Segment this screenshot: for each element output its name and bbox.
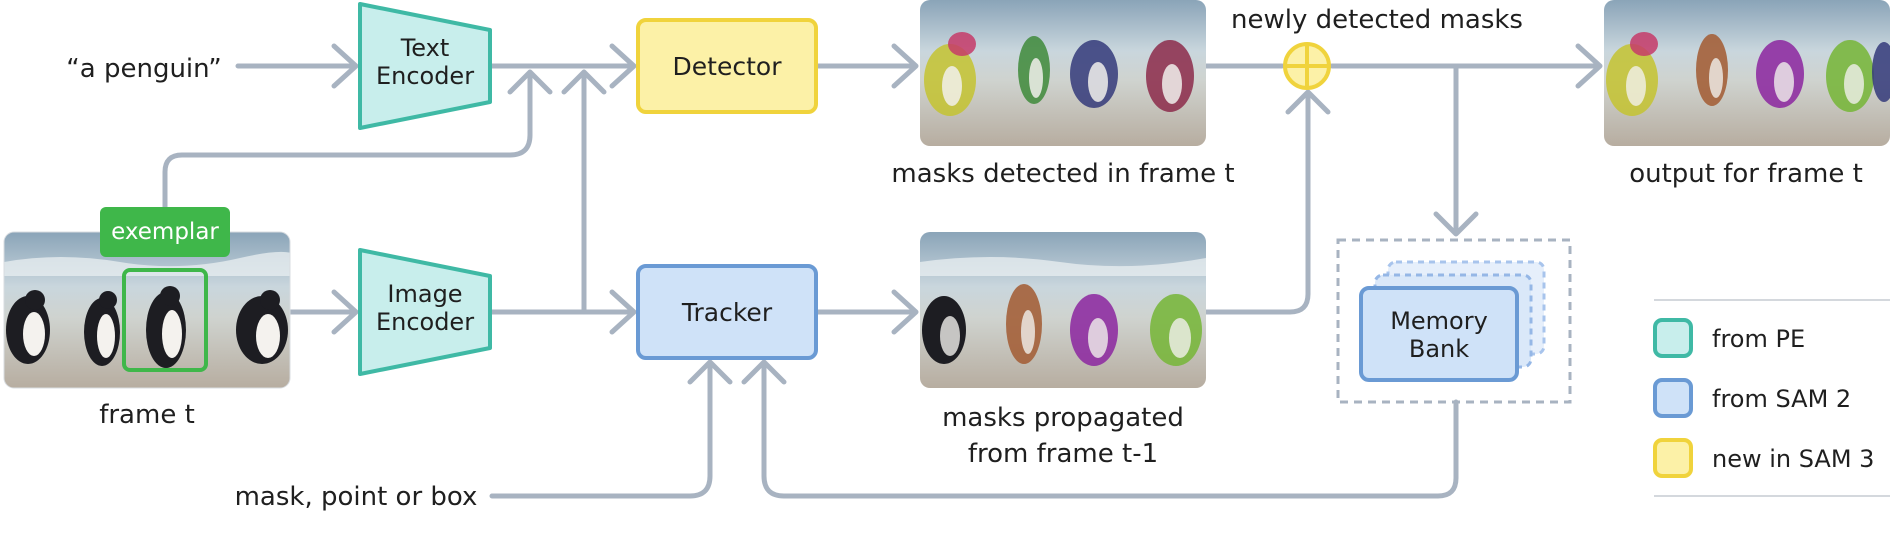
arrow-prompt-to-text-encoder xyxy=(235,43,359,89)
masks-detected-image xyxy=(920,0,1206,146)
arrow-visual-prompt-to-tracker xyxy=(489,359,733,499)
detector-label: Detector xyxy=(673,52,783,81)
visual-prompt-label: mask, point or box xyxy=(235,482,478,512)
legend-swatch-sam3 xyxy=(1653,438,1693,478)
text-encoder-label-2: Encoder xyxy=(376,62,474,90)
memory-bank-label-1: Memory xyxy=(1390,307,1488,335)
frame-caption: frame t xyxy=(99,400,195,430)
tracker-block xyxy=(636,264,818,360)
image-encoder-label-2: Encoder xyxy=(376,308,474,336)
text-encoder-label-1: Text xyxy=(400,34,450,62)
detector-block xyxy=(636,18,818,114)
exemplar-badge xyxy=(100,207,230,257)
exemplar-label: exemplar xyxy=(111,219,219,245)
legend-label-pe: from PE xyxy=(1712,325,1805,353)
arrow-tracker-to-propagated xyxy=(813,289,919,335)
propagated-caption-1: masks propagated xyxy=(942,403,1184,433)
arrow-text-encoder-to-detector xyxy=(487,43,637,89)
frame-t-image xyxy=(4,232,290,388)
image-encoder-label-1: Image xyxy=(387,280,462,308)
legend-swatch-pe xyxy=(1653,318,1693,358)
memory-bank-frame xyxy=(1336,238,1572,404)
arrow-combine-to-output xyxy=(1329,43,1603,89)
masks-propagated-image xyxy=(920,232,1206,388)
legend: from PE from SAM 2 new in SAM 3 xyxy=(1653,299,1890,497)
combine-plus-icon xyxy=(1287,46,1327,86)
arrow-detector-to-detected xyxy=(813,43,919,89)
legend-swatch-sam2 xyxy=(1653,378,1693,418)
memory-bank-block xyxy=(1359,286,1519,382)
output-caption: output for frame t xyxy=(1629,159,1863,189)
arrow-image-encoder-to-detector xyxy=(561,69,607,315)
output-image xyxy=(1604,0,1890,146)
exemplar-box xyxy=(122,268,208,372)
arrow-image-encoder-to-tracker xyxy=(487,289,637,335)
newly-detected-label: newly detected masks xyxy=(1231,5,1523,35)
propagated-caption-2: from frame t-1 xyxy=(968,439,1158,469)
connectors xyxy=(162,43,1603,499)
detected-caption: masks detected in frame t xyxy=(891,159,1234,189)
arrow-memory-to-tracker xyxy=(741,359,1459,499)
arrow-frame-to-image-encoder xyxy=(287,289,359,335)
image-encoder-block xyxy=(358,248,492,376)
arrow-exemplar-to-detector xyxy=(162,69,553,213)
text-encoder-block xyxy=(358,2,492,130)
arrow-propagated-to-combine xyxy=(1203,89,1331,315)
memory-bank-label-2: Bank xyxy=(1409,335,1469,363)
prompt-text: “a penguin” xyxy=(66,54,221,84)
arrow-combine-to-memory xyxy=(1433,63,1479,237)
legend-label-sam2: from SAM 2 xyxy=(1712,385,1851,413)
legend-label-sam3: new in SAM 3 xyxy=(1712,445,1874,473)
tracker-label: Tracker xyxy=(681,298,773,327)
